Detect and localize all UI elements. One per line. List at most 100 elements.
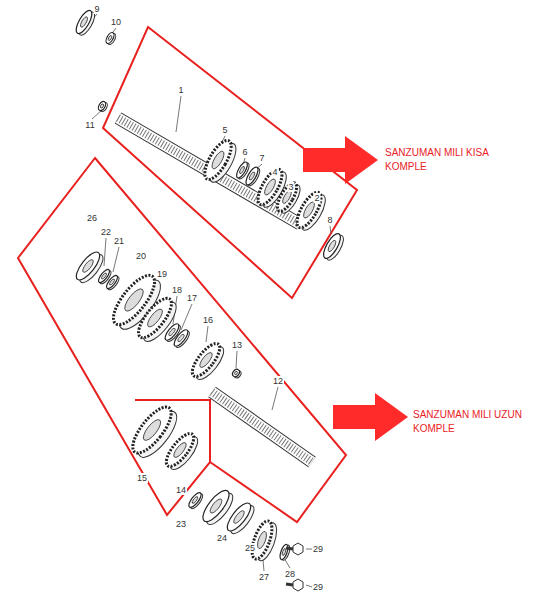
part-hole (210, 150, 226, 171)
parts (72, 8, 346, 591)
leader-line (176, 96, 181, 132)
part-face (274, 180, 301, 214)
callout-number: 16 (202, 315, 214, 325)
gear (162, 430, 203, 474)
callout-number: 19 (156, 269, 168, 279)
part-face (172, 328, 190, 348)
part-hole (79, 16, 89, 28)
long-shaft-outline (18, 158, 346, 522)
leader-line (104, 238, 106, 266)
callout-number: 27 (258, 572, 270, 582)
shaft-splines (212, 392, 312, 462)
bearing (223, 500, 257, 537)
part-face (104, 31, 115, 44)
callout-number: 17 (186, 293, 198, 303)
group-outline (18, 27, 357, 522)
callout-number: 2 (313, 193, 320, 203)
callout-number: 11 (84, 120, 95, 130)
part-hole (172, 441, 188, 459)
shaft (118, 118, 300, 224)
callout-number: 23 (175, 519, 187, 529)
red-arrow (303, 136, 408, 441)
part-hole (101, 272, 108, 279)
part-face (199, 487, 234, 526)
bolt-shank (286, 584, 293, 585)
part-hole (239, 166, 246, 175)
part-hole (100, 103, 105, 108)
leader-line (263, 560, 264, 571)
callout-number: 29 (312, 544, 324, 554)
leader-line (272, 387, 278, 410)
bearing (320, 231, 346, 262)
callout-number: 12 (272, 376, 284, 386)
shaft-splines (118, 118, 300, 224)
leader-line (181, 304, 192, 330)
callout-number: 26 (86, 213, 98, 223)
callout-number: 5 (221, 125, 228, 135)
part-hole (327, 239, 337, 252)
callout-number: 20 (135, 251, 147, 261)
gear (200, 137, 241, 186)
callout-number: 7 (258, 153, 265, 163)
part-face (223, 500, 254, 535)
callout-number: 25 (244, 543, 256, 553)
part-face (248, 519, 276, 562)
ring (244, 165, 262, 187)
part-hole (263, 177, 278, 196)
part-face (244, 165, 261, 186)
part-face (187, 491, 203, 509)
leader-line (113, 247, 119, 272)
part-hole (234, 371, 238, 375)
callout-number: 9 (93, 4, 100, 14)
ring (231, 368, 242, 379)
part-face (97, 100, 107, 112)
leader-lines (90, 14, 331, 587)
shaft (212, 392, 312, 462)
assembly-label: SANZUMAN MILI UZUN KOMPLE (413, 408, 538, 436)
part-hole (191, 496, 198, 504)
part-hole (256, 530, 269, 549)
bolt (293, 543, 303, 555)
callout-number: 24 (216, 533, 228, 543)
callout-number: 21 (113, 236, 125, 246)
callout-number: 15 (136, 473, 148, 483)
part-hole (232, 509, 246, 525)
part-hole (109, 278, 116, 285)
part-face (292, 189, 325, 231)
gear (292, 189, 329, 234)
part-hole (177, 333, 185, 342)
callout-number: 14 (175, 485, 187, 495)
callout-number: 18 (171, 285, 183, 295)
bolt-shank (286, 548, 293, 549)
part-hole (168, 327, 176, 336)
shaft (118, 118, 300, 224)
part-face (231, 368, 241, 378)
leader-line (236, 351, 237, 368)
part-face (133, 293, 177, 342)
part-face (278, 543, 289, 560)
part-face (162, 430, 199, 471)
callout-number: 29 (312, 582, 324, 592)
bolt (293, 579, 303, 591)
callout-number: 13 (231, 340, 243, 350)
part-hole (122, 286, 147, 314)
red-arrow (303, 136, 378, 184)
callout-number: 22 (100, 227, 112, 237)
part-face (188, 340, 225, 381)
leader-line (206, 326, 208, 342)
part-face (200, 137, 236, 183)
ring (172, 328, 192, 350)
ring (105, 274, 121, 292)
callout-number: 3 (287, 182, 294, 192)
part-hole (145, 307, 165, 329)
part-hole (281, 548, 286, 556)
callout-number: 28 (284, 569, 296, 579)
leader-line (330, 226, 331, 234)
part-hole (140, 417, 163, 443)
part-hole (198, 351, 214, 369)
part-hole (248, 171, 255, 181)
ring (278, 543, 291, 561)
